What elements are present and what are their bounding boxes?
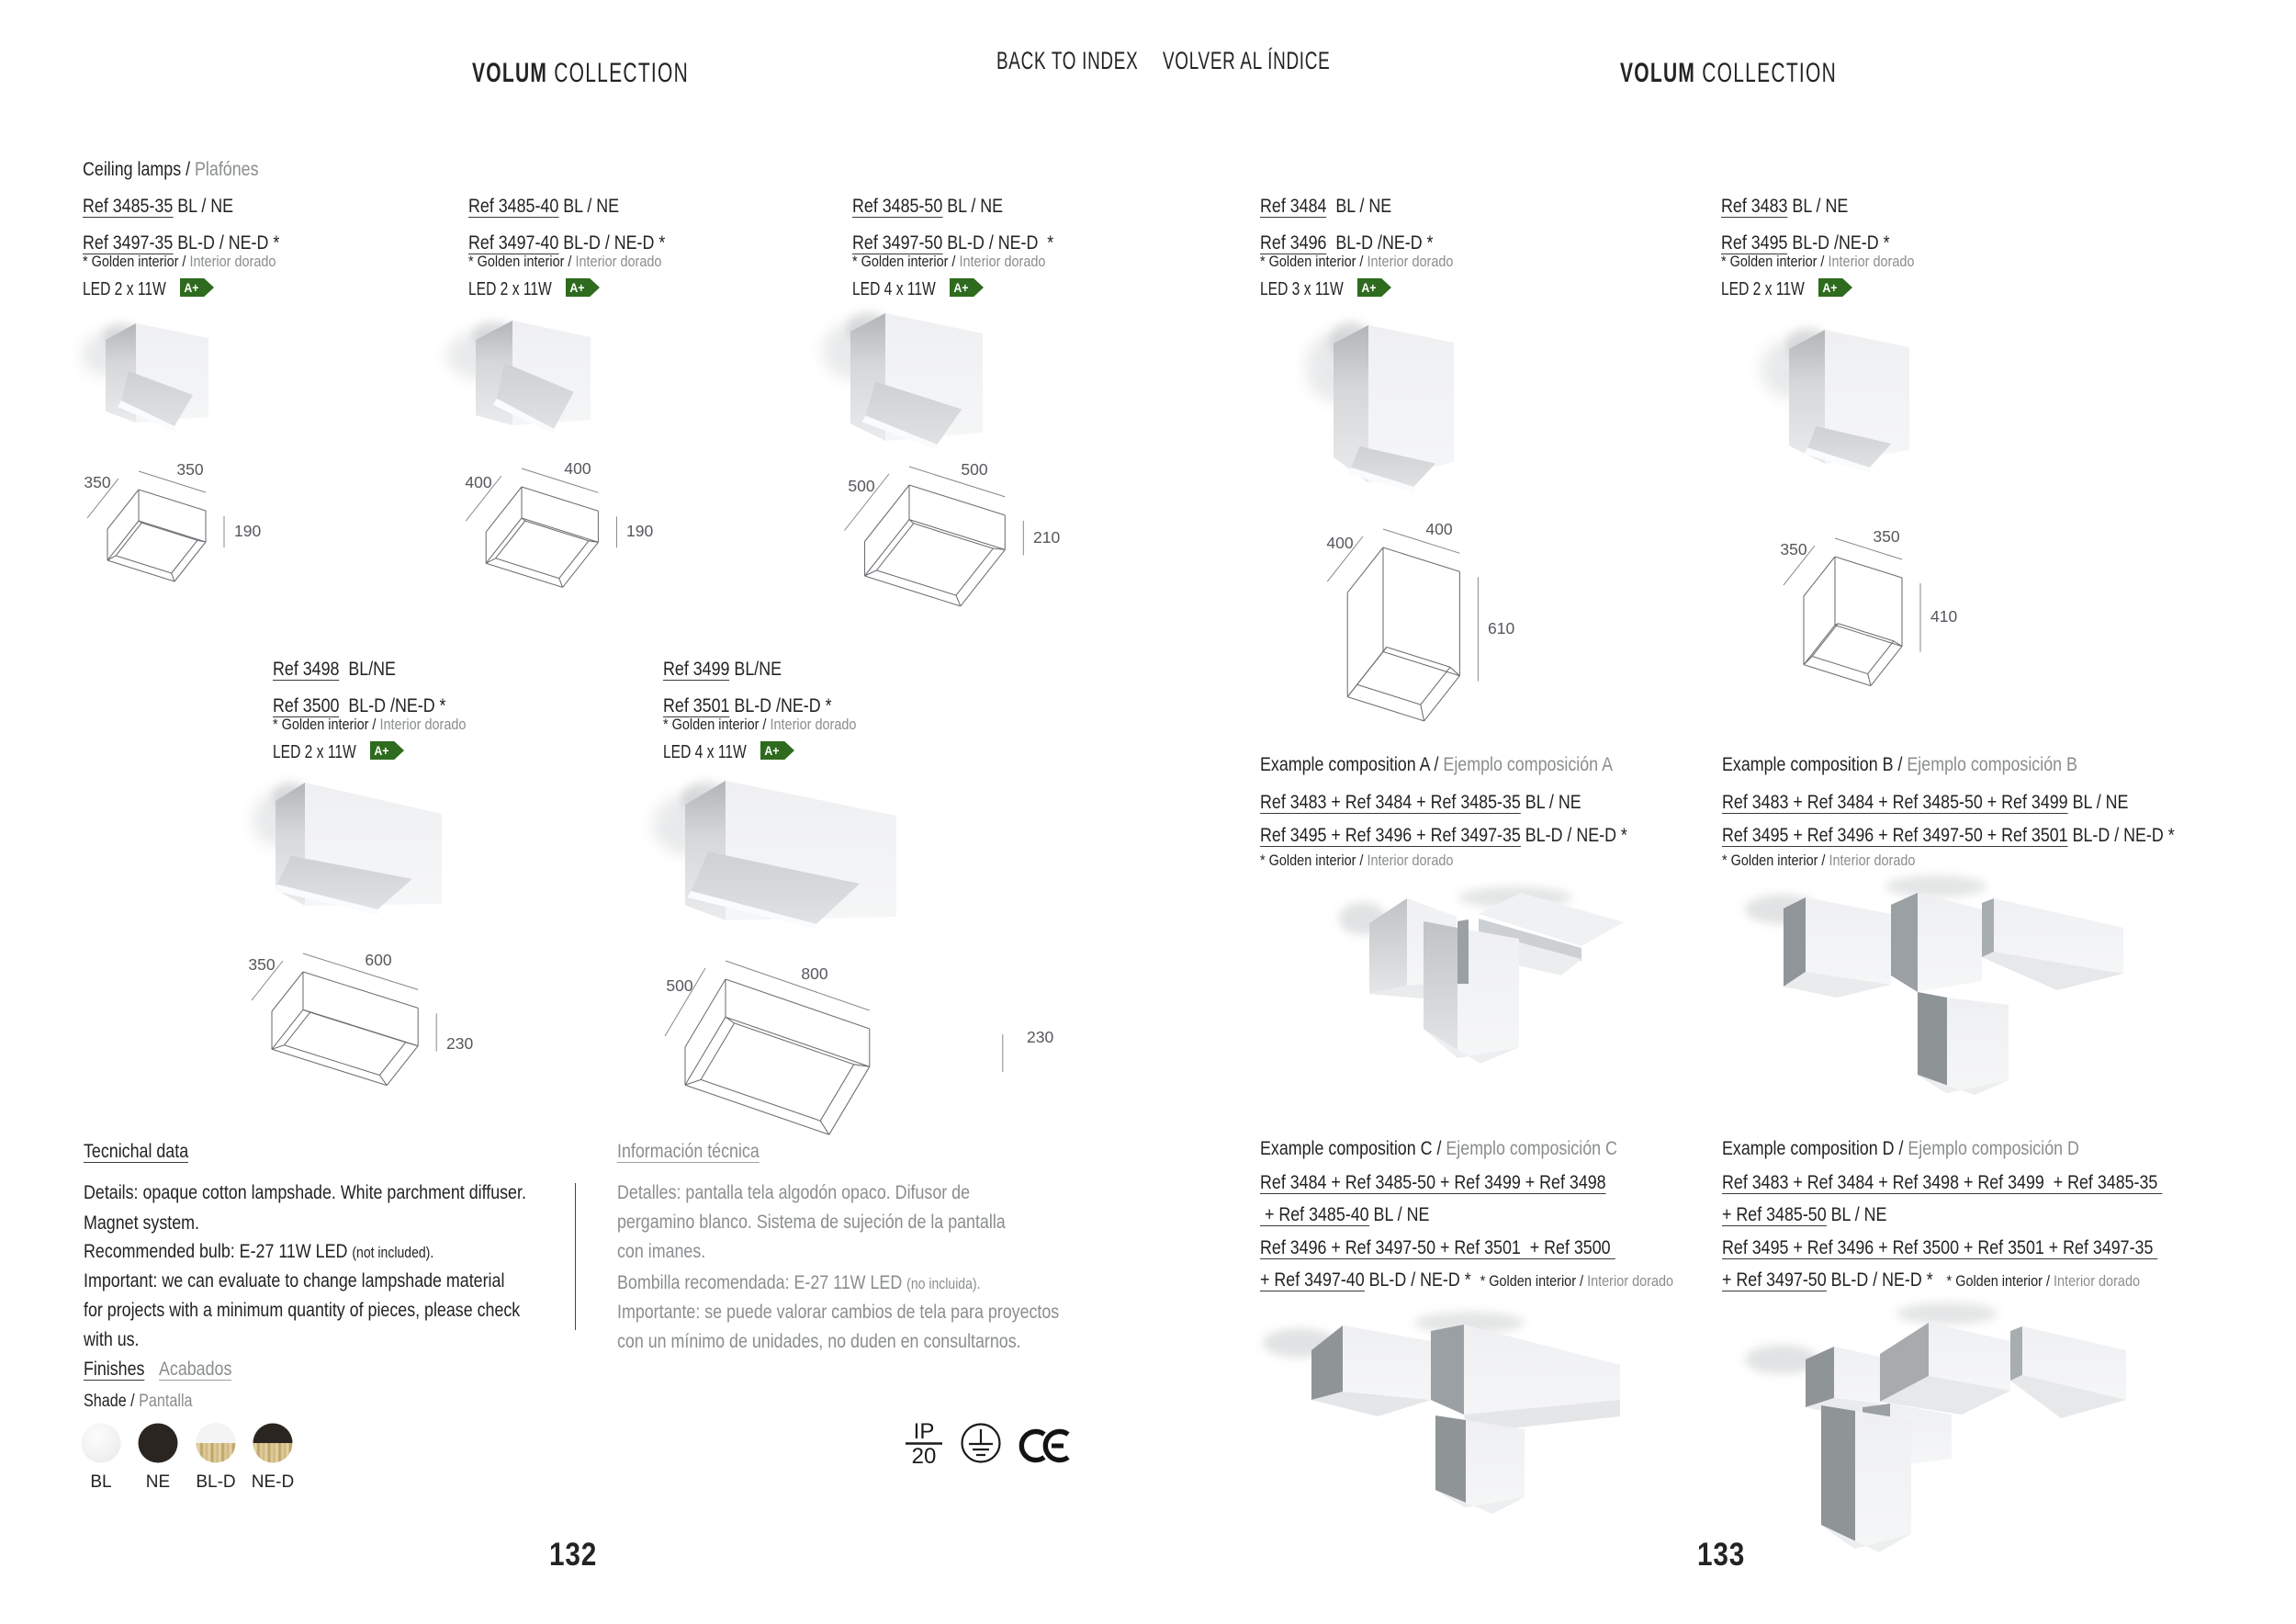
svg-text:600: 600 xyxy=(365,951,391,969)
svg-text:20: 20 xyxy=(912,1444,937,1469)
svg-text:230: 230 xyxy=(446,1034,473,1053)
svg-text:190: 190 xyxy=(234,522,261,540)
svg-text:500: 500 xyxy=(666,976,692,995)
svg-text:350: 350 xyxy=(1780,540,1806,558)
svg-text:BL: BL xyxy=(90,1472,111,1492)
svg-text:230: 230 xyxy=(1027,1028,1053,1046)
svg-text:350: 350 xyxy=(176,460,203,479)
svg-text:410: 410 xyxy=(1930,607,1957,626)
svg-text:500: 500 xyxy=(961,460,987,479)
svg-text:800: 800 xyxy=(801,964,827,983)
svg-text:IP: IP xyxy=(914,1419,935,1444)
svg-text:210: 210 xyxy=(1033,528,1060,547)
svg-text:610: 610 xyxy=(1488,619,1514,637)
svg-text:500: 500 xyxy=(848,477,874,495)
svg-text:400: 400 xyxy=(1326,534,1353,552)
svg-text:350: 350 xyxy=(248,955,275,974)
svg-text:NE: NE xyxy=(146,1472,170,1492)
svg-text:190: 190 xyxy=(626,522,653,540)
svg-text:BL-D: BL-D xyxy=(196,1472,235,1492)
svg-text:NE-D: NE-D xyxy=(252,1472,294,1492)
svg-text:350: 350 xyxy=(84,473,110,491)
svg-text:400: 400 xyxy=(1425,520,1452,538)
svg-text:350: 350 xyxy=(1873,527,1899,546)
svg-text:400: 400 xyxy=(564,459,591,478)
svg-text:400: 400 xyxy=(465,473,491,491)
